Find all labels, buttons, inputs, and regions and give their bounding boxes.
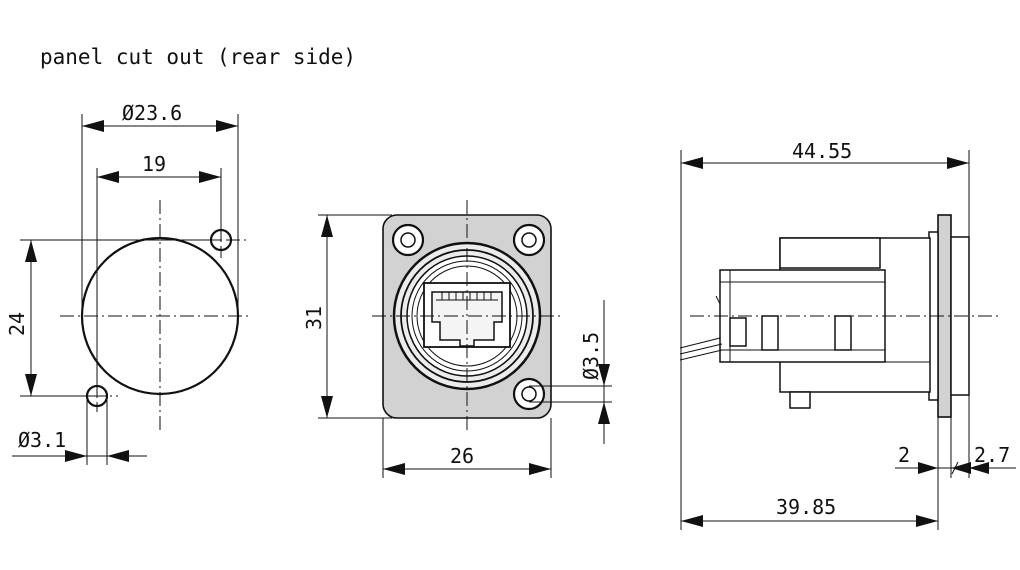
dim-flange-height: 31 xyxy=(302,306,326,330)
dim-hole-diameter: Ø3.1 xyxy=(18,428,66,452)
connector-front-view: 31 26 Ø3.5 xyxy=(302,200,612,478)
dim-outer-diameter: Ø23.6 xyxy=(122,101,182,125)
flange-hole-top-left xyxy=(391,223,425,257)
dim-body-length: 39.85 xyxy=(776,495,836,519)
rj45-socket xyxy=(423,282,511,348)
flange-hole-bottom-right xyxy=(512,377,546,411)
dim-hole-spacing: 19 xyxy=(142,152,166,176)
dim-flange-thickness-b: 2.7 xyxy=(974,443,1010,467)
flange-hole-top-right xyxy=(512,223,546,257)
drawing-title: panel cut out (rear side) xyxy=(40,45,356,69)
dim-total-length: 44.55 xyxy=(792,139,852,163)
dim-flange-width: 26 xyxy=(450,444,474,468)
panel-cutout-view: Ø23.6 19 24 Ø3.1 xyxy=(5,101,252,465)
connector-side-view: 44.55 39.85 2 2.7 xyxy=(679,139,1016,530)
dim-cutout-height: 24 xyxy=(5,312,29,336)
dim-flange-thickness-a: 2 xyxy=(898,443,910,467)
dim-flange-hole-diameter: Ø3.5 xyxy=(579,332,603,380)
